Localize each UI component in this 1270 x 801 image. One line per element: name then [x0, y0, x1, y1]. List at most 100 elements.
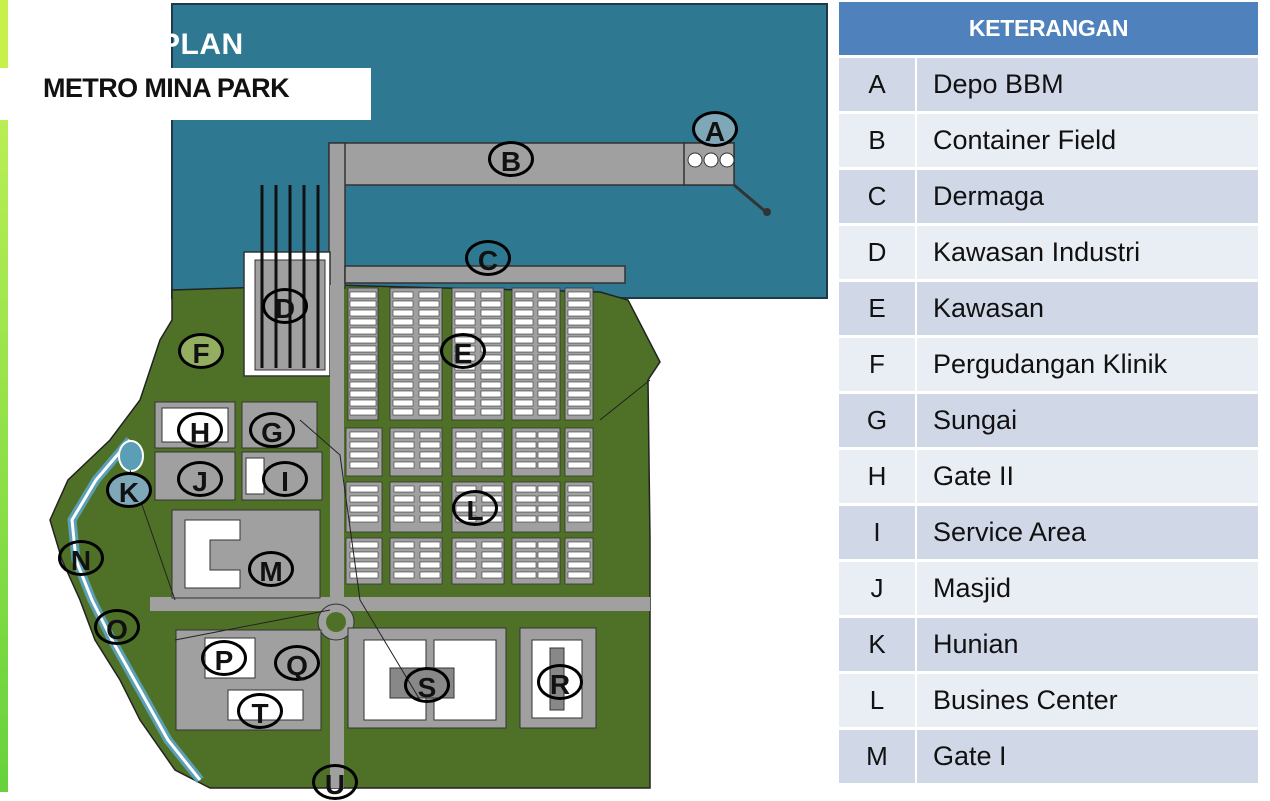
map-marker-f[interactable]: F — [178, 333, 224, 369]
block-unit — [481, 461, 503, 469]
warehouse-unit — [567, 345, 591, 353]
warehouse-unit — [537, 309, 557, 317]
block-unit — [515, 431, 537, 439]
block-unit — [455, 441, 477, 449]
map-marker-e[interactable]: E — [440, 333, 486, 369]
map-marker-p[interactable]: P — [201, 640, 247, 676]
block-unit — [515, 441, 537, 449]
block-unit — [567, 431, 591, 439]
warehouse-unit — [418, 336, 440, 344]
block-unit — [349, 551, 379, 559]
block-unit — [537, 461, 559, 469]
map-marker-s[interactable]: S — [404, 667, 450, 703]
warehouse-unit — [454, 381, 476, 389]
block-unit — [455, 561, 477, 569]
legend-code: H — [839, 450, 915, 503]
warehouse-unit — [454, 309, 476, 317]
map-marker-u[interactable]: U — [312, 764, 358, 800]
block-unit — [481, 431, 503, 439]
block-unit — [349, 431, 379, 439]
map-marker-r[interactable]: R — [537, 664, 583, 700]
warehouse-unit — [514, 309, 534, 317]
block-unit — [393, 441, 415, 449]
block-unit — [515, 541, 537, 549]
warehouse-unit — [537, 318, 557, 326]
map-marker-a[interactable]: A — [692, 111, 738, 147]
legend-desc: Masjid — [917, 562, 1258, 615]
map-marker-d[interactable]: D — [262, 288, 308, 324]
warehouse-unit — [349, 318, 377, 326]
warehouse-unit — [514, 363, 534, 371]
block-unit — [393, 541, 415, 549]
map-marker-c[interactable]: C — [465, 240, 511, 276]
warehouse-unit — [567, 291, 591, 299]
legend-desc: Kawasan Industri — [917, 226, 1258, 279]
warehouse-unit — [567, 327, 591, 335]
map-marker-b[interactable]: B — [488, 141, 534, 177]
legend-desc: Kawasan — [917, 282, 1258, 335]
legend-code: J — [839, 562, 915, 615]
map-marker-g[interactable]: G — [249, 412, 295, 448]
warehouse-unit — [567, 336, 591, 344]
map-marker-m[interactable]: M — [248, 551, 294, 587]
block-unit — [515, 451, 537, 459]
block-unit — [567, 441, 591, 449]
warehouse-unit — [418, 327, 440, 335]
block-unit — [419, 485, 441, 493]
block-unit — [481, 441, 503, 449]
legend-code: G — [839, 394, 915, 447]
block-unit — [567, 571, 591, 579]
block-unit — [393, 551, 415, 559]
block-unit — [455, 571, 477, 579]
warehouse-unit — [349, 408, 377, 416]
legend-desc: Busines Center — [917, 674, 1258, 727]
block-unit — [567, 451, 591, 459]
map-marker-t[interactable]: T — [237, 693, 283, 729]
warehouse-unit — [454, 291, 476, 299]
map-marker-q[interactable]: Q — [274, 645, 320, 681]
map-marker-h[interactable]: H — [177, 412, 223, 448]
warehouse-unit — [418, 372, 440, 380]
block-unit — [393, 571, 415, 579]
map-marker-i[interactable]: I — [262, 461, 308, 497]
warehouse-unit — [537, 345, 557, 353]
warehouse-unit — [514, 381, 534, 389]
warehouse-unit — [392, 345, 414, 353]
block-unit — [537, 561, 559, 569]
warehouse-unit — [392, 390, 414, 398]
warehouse-unit — [514, 291, 534, 299]
warehouse-unit — [537, 408, 557, 416]
map-marker-j[interactable]: J — [177, 461, 223, 497]
legend-desc: Container Field — [917, 114, 1258, 167]
block-unit — [393, 485, 415, 493]
legend-desc: Service Area — [917, 506, 1258, 559]
block-unit — [349, 541, 379, 549]
legend-code: B — [839, 114, 915, 167]
map-marker-l[interactable]: L — [452, 490, 498, 526]
map-marker-n[interactable]: N — [58, 540, 104, 576]
block-unit — [419, 431, 441, 439]
map-marker-o[interactable]: O — [94, 609, 140, 645]
warehouse-unit — [349, 372, 377, 380]
warehouse-unit — [480, 327, 502, 335]
block-unit — [567, 505, 591, 513]
block-unit — [567, 561, 591, 569]
block-unit — [481, 485, 503, 493]
legend-code: I — [839, 506, 915, 559]
warehouse-unit — [454, 390, 476, 398]
block-unit — [419, 505, 441, 513]
block-unit — [393, 495, 415, 503]
block-unit — [481, 541, 503, 549]
block-unit — [515, 495, 537, 503]
warehouse-unit — [392, 336, 414, 344]
map-marker-k[interactable]: K — [106, 472, 152, 508]
warehouse-unit — [514, 345, 534, 353]
warehouse-unit — [514, 300, 534, 308]
block-unit — [567, 541, 591, 549]
legend-desc: Sungai — [917, 394, 1258, 447]
block-unit — [567, 461, 591, 469]
